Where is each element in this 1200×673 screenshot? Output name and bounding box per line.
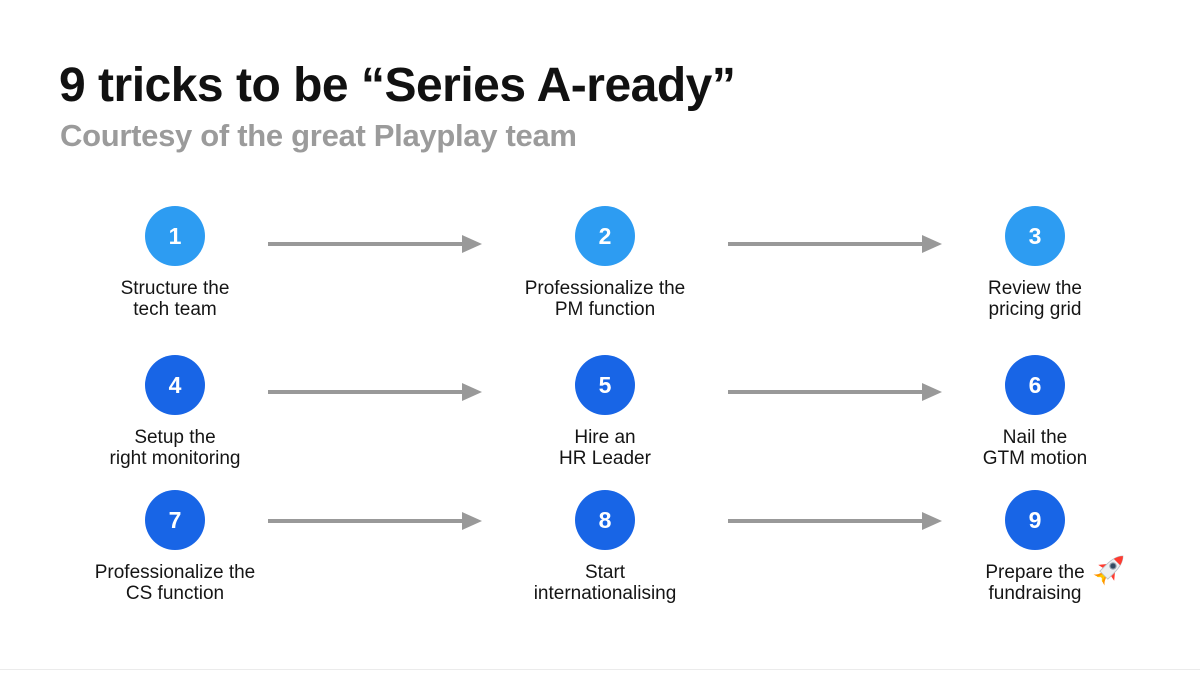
step-number-badge: 3 xyxy=(1005,206,1065,266)
arrow-shaft xyxy=(728,242,922,246)
step-label: Nail the GTM motion xyxy=(982,427,1088,469)
arrow-head xyxy=(462,512,482,530)
step-node-6: 6 Nail the GTM motion xyxy=(905,355,1165,469)
step-node-2: 2 Professionalize the PM function xyxy=(475,206,735,320)
flow-arrow xyxy=(268,383,482,401)
arrow-head xyxy=(462,383,482,401)
arrow-shaft xyxy=(268,242,462,246)
step-node-9: 9 Prepare the fundraising xyxy=(905,490,1165,604)
arrow-head xyxy=(922,512,942,530)
step-number: 9 xyxy=(1028,506,1042,533)
step-number-badge: 7 xyxy=(145,490,205,550)
step-node-7: 7 Professionalize the CS function xyxy=(45,490,305,604)
step-number: 6 xyxy=(1028,371,1042,398)
step-node-5: 5 Hire an HR Leader xyxy=(475,355,735,469)
step-number: 2 xyxy=(598,222,612,249)
step-number: 4 xyxy=(168,371,182,398)
step-label: Setup the right monitoring xyxy=(109,427,241,469)
arrow-shaft xyxy=(268,519,462,523)
step-number-badge: 8 xyxy=(575,490,635,550)
page-subtitle: Courtesy of the great Playplay team xyxy=(60,118,577,153)
step-number-badge: 6 xyxy=(1005,355,1065,415)
step-number: 7 xyxy=(168,506,182,533)
arrow-head xyxy=(922,383,942,401)
step-number-badge: 1 xyxy=(145,206,205,266)
step-label: Professionalize the CS function xyxy=(94,562,256,604)
arrow-head xyxy=(922,235,942,253)
step-node-4: 4 Setup the right monitoring xyxy=(45,355,305,469)
flow-arrow xyxy=(728,235,942,253)
flow-arrow xyxy=(268,512,482,530)
step-label: Prepare the fundraising xyxy=(985,562,1085,604)
step-label: Structure the tech team xyxy=(120,278,230,320)
step-number: 8 xyxy=(598,506,612,533)
step-number-badge: 2 xyxy=(575,206,635,266)
step-number: 5 xyxy=(598,371,612,398)
step-label: Hire an HR Leader xyxy=(559,427,651,469)
arrow-shaft xyxy=(728,519,922,523)
flow-arrow xyxy=(728,512,942,530)
step-number-badge: 9 xyxy=(1005,490,1065,550)
bottom-divider xyxy=(0,669,1200,670)
arrow-shaft xyxy=(268,390,462,394)
step-node-3: 3 Review the pricing grid xyxy=(905,206,1165,320)
arrow-head xyxy=(462,235,482,253)
flow-arrow xyxy=(268,235,482,253)
step-node-8: 8 Start internationalising xyxy=(475,490,735,604)
page-title: 9 tricks to be “Series A-ready” xyxy=(59,59,736,112)
rocket-emoji-icon xyxy=(1093,550,1129,586)
step-label: Start internationalising xyxy=(533,562,677,604)
step-number-badge: 4 xyxy=(145,355,205,415)
flow-arrow xyxy=(728,383,942,401)
step-label: Professionalize the PM function xyxy=(524,278,686,320)
arrow-shaft xyxy=(728,390,922,394)
step-label: Review the pricing grid xyxy=(988,278,1082,320)
step-number-badge: 5 xyxy=(575,355,635,415)
step-number: 1 xyxy=(168,222,182,249)
step-node-1: 1 Structure the tech team xyxy=(45,206,305,320)
step-number: 3 xyxy=(1028,222,1042,249)
